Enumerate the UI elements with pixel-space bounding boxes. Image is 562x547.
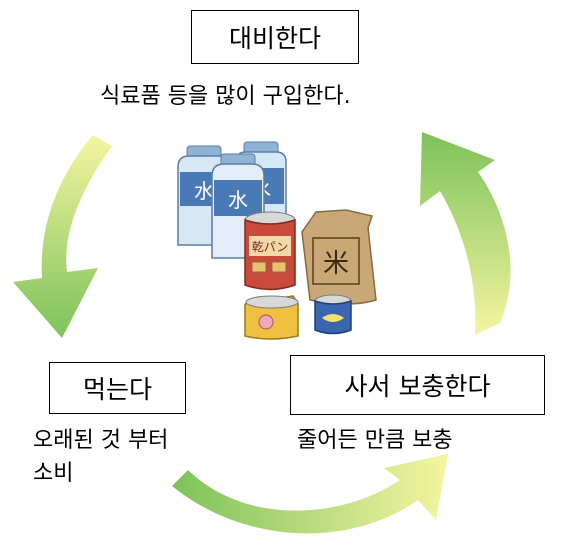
svg-text:米: 米 xyxy=(323,249,349,279)
ration-can-icon: 乾パン xyxy=(244,211,296,291)
arrow-to-eat xyxy=(13,135,112,338)
step-eat-label: 먹는다 xyxy=(82,375,152,404)
step-restock-box: 사서 보충한다 xyxy=(290,355,545,415)
step-prepare-label: 대비한다 xyxy=(228,24,321,53)
step-restock-description: 줄어든 만큼 보충 xyxy=(297,428,453,453)
arrow-to-prepare xyxy=(420,132,511,335)
step-eat-description-line2: 소비 xyxy=(33,461,74,486)
step-eat-description-line1: 오래된 것 부터 xyxy=(33,428,169,453)
pork-can-icon xyxy=(244,295,299,340)
svg-text:水: 水 xyxy=(194,179,214,203)
svg-text:乾パン: 乾パン xyxy=(252,240,289,254)
fish-can-icon xyxy=(314,294,352,335)
svg-text:水: 水 xyxy=(228,188,248,212)
arrow-to-restock xyxy=(172,454,448,534)
step-prepare-description: 식료품 등을 많이 구입한다. xyxy=(100,84,351,109)
step-eat-box: 먹는다 xyxy=(49,362,186,414)
rice-bag-icon: 米 xyxy=(301,209,377,305)
step-prepare-box: 대비한다 xyxy=(191,10,359,64)
step-restock-label: 사서 보충한다 xyxy=(344,372,491,401)
